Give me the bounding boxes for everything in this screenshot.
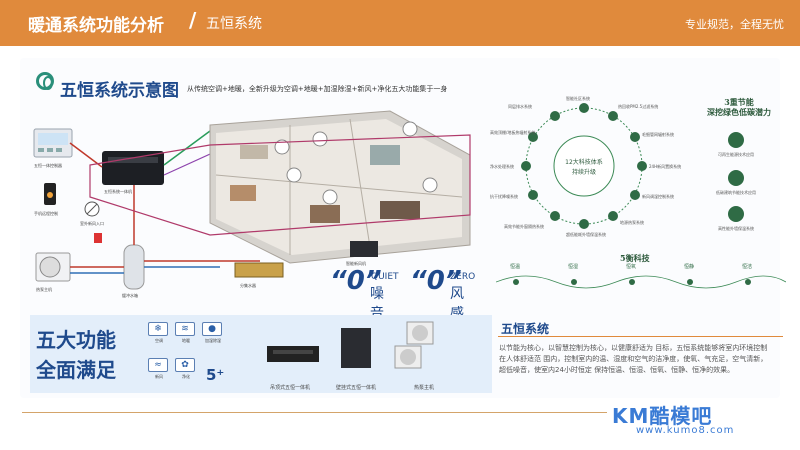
wheel-center-1: 12大科技体系: [565, 158, 603, 166]
five-functions-line2: 全面满足: [36, 358, 116, 382]
section-title: 五恒系统示意图: [60, 81, 179, 101]
manifold-image: [234, 262, 284, 278]
label-phone: 手机远程控制: [34, 210, 58, 216]
energy-icons: 可再生能源技术应用 低碳建筑节能技术应用 高性能外墙保温系统: [716, 132, 756, 231]
energy-item-1: 低碳建筑节能技术应用: [716, 189, 756, 195]
label-heat-pump: 热泵主机: [36, 286, 52, 292]
five-plus: 5⁺: [206, 366, 225, 384]
func-floor: ≋ 地暖: [175, 322, 197, 348]
bottom-divider: [22, 412, 607, 413]
page-subtitle: 五恒系统: [206, 16, 262, 32]
floor-heating-icon: ≋: [175, 322, 195, 336]
system-title: 五恒系统: [501, 322, 550, 336]
tech-wheel: 12大科技体系 持续升级 智能社区系统 热回收PM2.5过滤系统 毛细管网辐射系…: [490, 95, 681, 237]
header-slogan: 专业规范，全程无忧: [685, 18, 784, 31]
product-label-wall: 壁挂式五恒一体机: [336, 385, 377, 391]
water-tank-image: [123, 244, 145, 290]
watermark-brand: KM酷模吧: [612, 404, 713, 428]
func-ac: ❄ 空调: [148, 322, 170, 348]
wheel-item-1: 热回收PM2.5过滤系统: [618, 103, 658, 109]
label-outdoor-air: 室外新风入口: [80, 220, 104, 226]
label-manifold: 分集水器: [240, 282, 256, 288]
wheel-item-0: 智能社区系统: [566, 95, 590, 101]
energy-item-2: 高性能外墙保温系统: [718, 225, 754, 231]
leaf-icon: ✿: [175, 358, 195, 372]
func-purify: ✿ 净化: [175, 358, 197, 384]
quiet-en: QUIET: [371, 272, 399, 282]
label-water-tank: 缓冲水箱: [122, 292, 138, 298]
tech-item-0: 恒温: [510, 263, 520, 270]
wheel-item-6: 超低能耗外墙保温系统: [566, 231, 606, 237]
tech-item-3: 恒静: [684, 263, 694, 270]
wheel-center-2: 持续升级: [572, 168, 596, 176]
product-images: [267, 321, 434, 369]
tech-item-2: 恒氧: [626, 263, 636, 270]
product-label-ceiling: 吊顶式五恒一体机: [270, 385, 311, 391]
five-functions-line1: 五大功能: [36, 328, 116, 352]
energy-title-1: 3重节能: [724, 97, 754, 107]
energy-title-2: 深挖绿色低碳潜力: [707, 107, 771, 117]
five-tech-row: 恒温 恒湿 恒氧 恒静 恒洁: [496, 263, 786, 289]
label-indoor-unit: 五恒系统一体机: [104, 188, 132, 194]
func-humidity: ● 加湿除湿: [202, 322, 224, 348]
house-cutaway: [89, 110, 471, 264]
energy-title: 3重节能 深挖绿色低碳潜力: [707, 97, 771, 117]
quiet-zero: “0”: [330, 266, 382, 296]
control-panel-device: [33, 128, 73, 158]
label-panel: 五恒一体控制器: [34, 162, 62, 168]
wheel-item-9: 净水处理系统: [490, 163, 514, 169]
zero-en: ZERO: [450, 272, 476, 282]
tech-item-1: 恒湿: [568, 263, 578, 270]
wheel-item-8: 抗干扰降噪系统: [490, 193, 518, 199]
system-divider: [498, 336, 783, 337]
wheel-item-11: 同层排水系统: [508, 103, 532, 109]
title-separator: /: [189, 8, 197, 32]
wheel-item-5: 地源热泵系统: [620, 219, 644, 225]
wheel-item-2: 毛细管网辐射系统: [642, 131, 674, 137]
system-diagram: 五恒一体控制器 手机远程控制 室外新风入口 热泵主机 缓冲水箱 五恒系统一体机 …: [33, 110, 471, 298]
snowflake-icon: ❄: [148, 322, 168, 336]
header-bar: 暖通系统功能分析 / 五恒系统 专业规范，全程无忧: [0, 0, 800, 46]
fresh-air-unit-image: [350, 241, 378, 257]
watermark-url: www.kumo8.com: [636, 425, 735, 436]
zero-zero: “0”: [410, 266, 462, 296]
energy-item-0: 可再生能源技术应用: [718, 151, 754, 157]
func-fresh-air: ≈ 新风: [148, 358, 170, 384]
wheel-item-4: 新风调湿控制系统: [642, 193, 674, 199]
tech-item-4: 恒洁: [742, 263, 752, 270]
indoor-unit-image: [102, 151, 164, 185]
section-description: 从传统空调+地暖，全新升级为空调+地暖+加湿除湿+新风+净化五大功能集于一身: [187, 85, 448, 93]
system-body: 以节能为核心，以智慧控制为核心，以健康舒适为 目标，五恒系统能够将室内环境控制在…: [499, 344, 768, 374]
section-logo-icon: [36, 72, 54, 90]
wheel-item-10: 高效顶棚/地板热辐射系统: [490, 129, 535, 135]
droplet-icon: ●: [202, 322, 222, 336]
product-label-heatpump: 热泵主机: [414, 385, 435, 391]
five-functions-title: 五大功能 全面满足: [36, 325, 146, 385]
wheel-item-3: 24H新风置换系统: [649, 163, 681, 169]
five-tech-title: 5衡科技: [620, 253, 650, 263]
wind-icon: ≈: [148, 358, 168, 372]
label-fresh-air: 智能新风机: [346, 260, 366, 266]
wheel-item-7: 高效节能外窗隔热系统: [504, 223, 544, 229]
page-title: 暖通系统功能分析: [28, 16, 164, 36]
